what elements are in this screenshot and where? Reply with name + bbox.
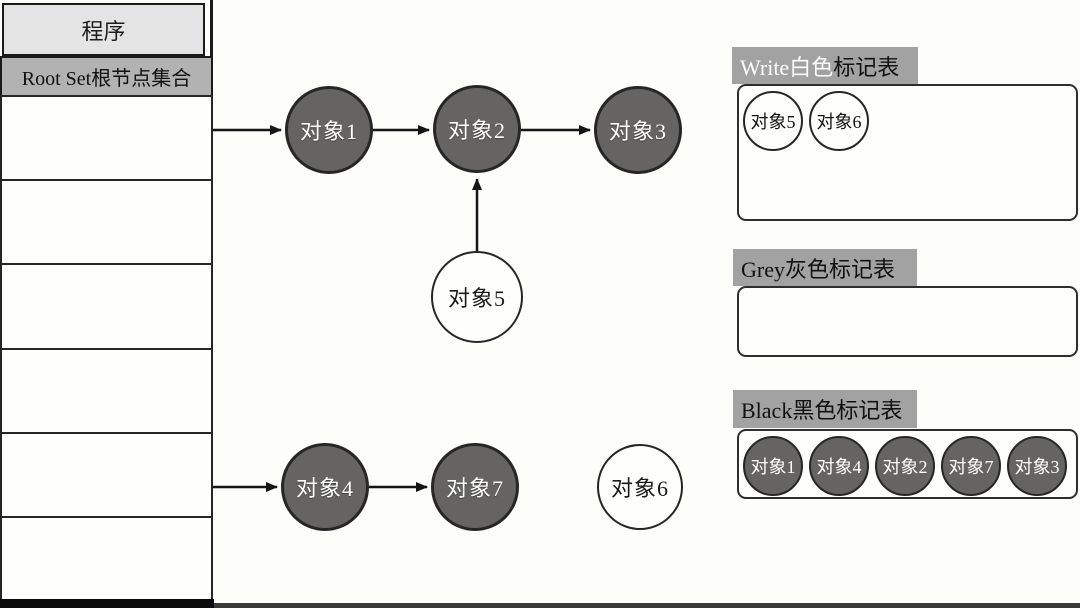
bottom-edge-strip (0, 603, 1080, 608)
node-obj3: 对象3 (594, 86, 682, 174)
stack-row (2, 181, 211, 266)
node-obj1-label: 对象1 (299, 119, 358, 144)
node-obj6-label: 对象6 (610, 476, 669, 501)
program-header: 程序 (2, 3, 205, 56)
white-table-title-rest: 标记表 (833, 54, 900, 80)
node-obj4-label: 对象4 (295, 476, 354, 501)
chip-label: 对象6 (816, 112, 862, 132)
black-table-header: Black黑色标记表 (733, 390, 917, 428)
black-table-title: Black黑色标记表 (741, 398, 903, 423)
white-table-header: Write白色标记表 (732, 47, 918, 84)
black-table-chip-obj7: 对象7 (941, 436, 1001, 496)
grey-table-header: Grey灰色标记表 (733, 249, 917, 286)
node-obj2-label: 对象2 (447, 118, 506, 143)
grey-table-title: Grey灰色标记表 (741, 256, 895, 282)
node-obj7-label: 对象7 (445, 476, 504, 501)
stack-row (2, 517, 211, 601)
column-right-border (210, 0, 213, 58)
column-bottom-bar (0, 599, 214, 608)
node-obj6: 对象6 (597, 444, 683, 530)
stack-row (2, 433, 211, 518)
root-set-label: Root Set根节点集合 (21, 68, 192, 90)
root-set-header: Root Set根节点集合 (0, 56, 213, 97)
chip-label: 对象3 (1014, 457, 1060, 477)
chip-label: 对象5 (750, 112, 796, 132)
grey-table-box (737, 286, 1078, 357)
stack-row (2, 349, 211, 434)
program-title: 程序 (81, 18, 126, 44)
node-obj5: 对象5 (431, 251, 523, 343)
chip-label: 对象1 (750, 457, 796, 477)
node-obj4: 对象4 (281, 443, 369, 531)
node-obj5-label: 对象5 (447, 286, 506, 311)
white-table-box: 对象5 对象6 (737, 84, 1078, 221)
black-table-chip-obj4: 对象4 (809, 436, 869, 496)
node-obj7: 对象7 (431, 443, 519, 531)
node-obj1: 对象1 (285, 86, 373, 174)
chip-label: 对象4 (816, 457, 862, 477)
stack-row (2, 97, 211, 182)
white-table-title-highlight: Write白色 (740, 54, 834, 80)
black-table-chip-obj2: 对象2 (875, 436, 935, 496)
black-table-chip-obj3: 对象3 (1007, 436, 1067, 496)
white-table-chip-obj5: 对象5 (743, 91, 803, 151)
black-table-chip-obj1: 对象1 (743, 436, 803, 496)
black-table-box: 对象1 对象4 对象2 对象7 对象3 (737, 429, 1078, 499)
chip-label: 对象7 (948, 457, 994, 477)
node-obj2: 对象2 (433, 85, 521, 173)
chip-label: 对象2 (882, 457, 928, 477)
node-obj3-label: 对象3 (608, 119, 667, 144)
root-set-stack (0, 95, 213, 602)
stack-row (2, 265, 211, 350)
white-table-chip-obj6: 对象6 (809, 91, 869, 151)
